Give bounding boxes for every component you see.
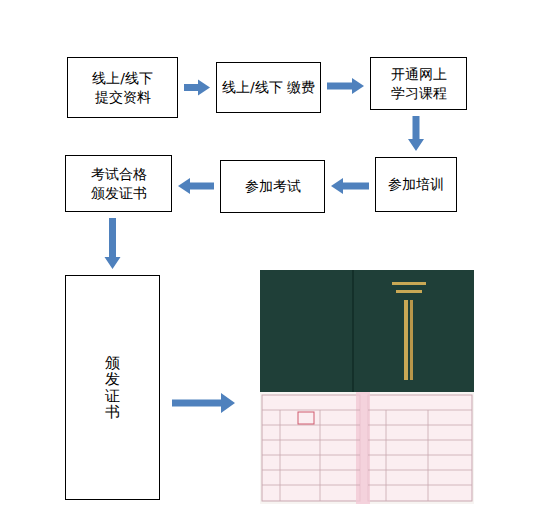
cover-emblem-line	[392, 282, 426, 285]
step-label: 参加考试	[245, 177, 301, 196]
step-label: 颁发证书	[105, 355, 120, 421]
step-label: 线上/线下 提交资料	[68, 69, 177, 107]
flow-arrow	[327, 78, 364, 94]
certificate-pages	[260, 392, 474, 504]
process-box: 线上/线下 缴费	[216, 62, 321, 113]
flow-arrow	[408, 116, 424, 151]
table-grid	[262, 410, 472, 501]
vertical-step-box: 颁发证书	[65, 275, 160, 500]
step-label: 参加培训	[388, 175, 444, 194]
step-label: 线上/线下 缴费	[222, 78, 315, 97]
cover-emblem-line	[396, 290, 422, 293]
flow-arrow	[178, 178, 214, 194]
cover-title-strip	[404, 300, 408, 380]
pointer-arrow	[172, 393, 235, 413]
page-fold	[356, 392, 370, 504]
certificate-cover	[260, 270, 474, 392]
arrow-shape	[184, 80, 210, 96]
process-box: 考试合格 颁发证书	[65, 155, 172, 212]
cover-title-strip	[410, 300, 413, 380]
flow-arrow	[105, 218, 121, 269]
arrow-shape	[105, 218, 121, 269]
arrow-shape	[331, 178, 369, 194]
flow-arrow	[331, 178, 369, 194]
record-table	[368, 395, 472, 501]
step-label: 开通网上 学习课程	[371, 65, 466, 103]
arrow-shape	[178, 178, 214, 194]
cover-spine	[352, 270, 354, 392]
step-label: 考试合格 颁发证书	[66, 165, 171, 203]
flow-arrow	[184, 80, 210, 96]
arrow-shape	[327, 78, 364, 94]
record-table	[262, 395, 360, 501]
process-box: 线上/线下 提交资料	[67, 57, 178, 118]
process-box: 参加考试	[220, 160, 325, 213]
arrow-shape	[408, 116, 424, 151]
process-box: 参加培训	[375, 157, 457, 212]
stamp-mark	[298, 412, 314, 424]
process-box: 开通网上 学习课程	[370, 57, 467, 110]
